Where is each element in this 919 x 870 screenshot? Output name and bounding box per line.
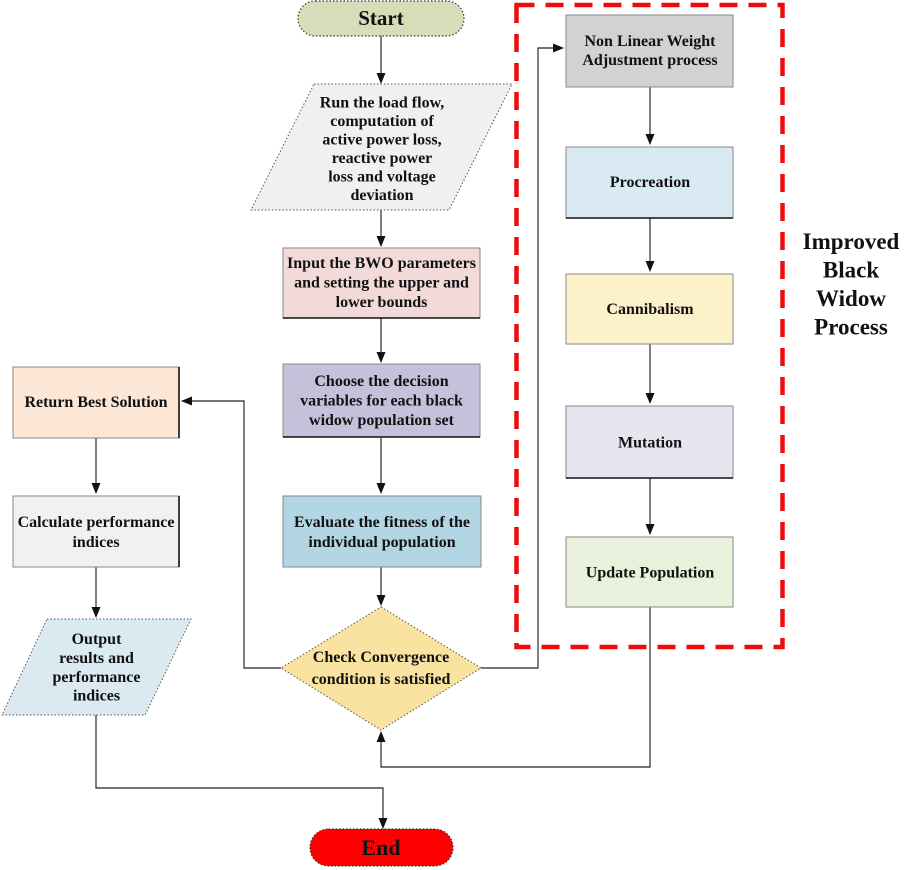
svg-text:loss and voltage: loss and voltage <box>328 169 436 186</box>
svg-text:Output: Output <box>72 631 122 648</box>
svg-text:Input the BWO parameters: Input the BWO parameters <box>287 255 476 272</box>
svg-text:widow population set: widow population set <box>309 412 455 429</box>
svg-text:reactive power: reactive power <box>332 150 433 167</box>
svg-text:variables for each black: variables for each black <box>300 393 463 410</box>
svg-text:and setting the upper and: and setting the upper and <box>294 275 469 292</box>
svg-text:Process: Process <box>814 315 888 340</box>
svg-text:Choose the decision: Choose the decision <box>314 373 448 390</box>
svg-text:Check Convergence: Check Convergence <box>313 649 449 666</box>
svg-text:indices: indices <box>72 534 119 551</box>
svg-text:performance: performance <box>53 669 141 686</box>
svg-text:Cannibalism: Cannibalism <box>606 301 694 318</box>
svg-text:Procreation: Procreation <box>610 174 690 191</box>
svg-text:Widow: Widow <box>816 286 886 311</box>
svg-text:condition is satisfied: condition is satisfied <box>312 671 451 688</box>
svg-text:indices: indices <box>73 688 120 705</box>
svg-text:individual population: individual population <box>308 534 455 551</box>
svg-text:Calculate performance: Calculate performance <box>18 514 175 531</box>
svg-text:Improved: Improved <box>803 229 900 254</box>
svg-text:Adjustment process: Adjustment process <box>582 52 717 69</box>
svg-text:Start: Start <box>358 6 404 30</box>
svg-text:results and: results and <box>59 650 134 667</box>
svg-text:lower bounds: lower bounds <box>336 294 428 311</box>
svg-text:deviation: deviation <box>350 187 413 204</box>
svg-text:active power loss,: active power loss, <box>322 132 441 149</box>
svg-text:computation of: computation of <box>330 113 434 130</box>
svg-text:Evaluate the fitness of the: Evaluate the fitness of the <box>294 514 470 531</box>
svg-text:Non Linear Weight: Non Linear Weight <box>585 33 717 50</box>
svg-text:Update Population: Update Population <box>586 565 715 582</box>
svg-text:Return Best Solution: Return Best Solution <box>24 394 167 411</box>
svg-text:Black: Black <box>823 258 879 283</box>
svg-text:Run the load flow,: Run the load flow, <box>320 95 444 112</box>
svg-text:Mutation: Mutation <box>618 435 682 452</box>
svg-text:End: End <box>361 835 400 860</box>
